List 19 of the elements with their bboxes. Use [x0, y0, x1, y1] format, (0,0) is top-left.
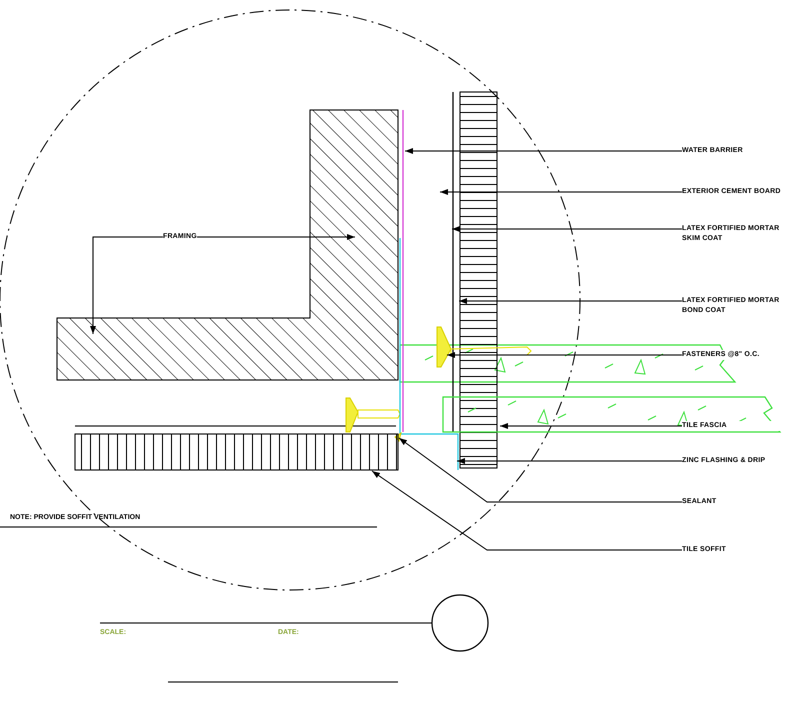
- framing-drawing: [56, 110, 398, 380]
- skim-coat-line: [452, 92, 454, 432]
- leader-line: [446, 352, 682, 358]
- leader-line: [372, 470, 682, 550]
- leader-line: [456, 458, 682, 464]
- leader-line: [398, 438, 682, 502]
- leader-line: [458, 298, 682, 304]
- soffit-tile-drawing: [74, 434, 398, 470]
- leader-line: [440, 189, 682, 195]
- leader-line: [404, 148, 682, 154]
- leader-line: [452, 226, 682, 232]
- leader-line: [500, 423, 682, 429]
- cement-board-drawing: [460, 92, 498, 468]
- leader-line: [90, 236, 164, 334]
- leader-line: [196, 234, 356, 240]
- flashing-line: [399, 238, 459, 470]
- water-barrier-line: [402, 110, 404, 432]
- tile-fascia-drawing: [442, 396, 782, 433]
- fastener-screw-drawing: [436, 326, 532, 368]
